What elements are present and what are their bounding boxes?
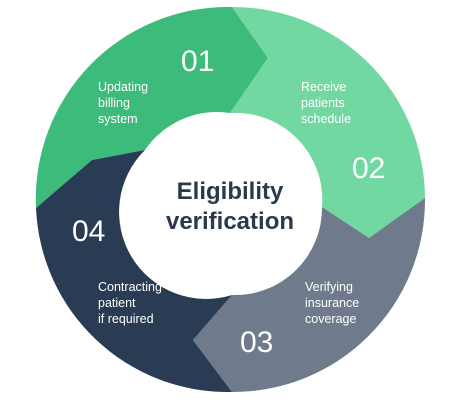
step-01-number: 01 [181, 45, 214, 78]
center-title-line-1: Eligibility [177, 178, 284, 205]
center-circle [143, 114, 317, 288]
step-01-label-line-1: Updating [98, 80, 148, 94]
step-01-label-line-3: system [98, 112, 138, 126]
step-02-label-line-2: patients [301, 96, 345, 110]
step-02-label-line-1: Receive [301, 80, 346, 94]
segment-01-shape [35, 6, 268, 209]
segment-03-shape [193, 198, 426, 393]
step-04-label-line-2: patient [98, 296, 136, 310]
step-03-label-line-2: insurance [305, 296, 359, 310]
step-01-label-line-2: billing [98, 96, 130, 110]
step-04-label-line-3: if required [98, 312, 154, 326]
step-02-number: 02 [352, 152, 385, 185]
segment-04-shape [36, 150, 232, 393]
step-03-number: 03 [240, 326, 273, 359]
step-03-label-line-3: coverage [305, 312, 356, 326]
step-04-label-line-1: Contracting [98, 280, 162, 294]
step-02-label-line-3: schedule [301, 112, 351, 126]
segment-02-shape [230, 6, 425, 239]
step-03-label-line-1: Verifying [305, 280, 353, 294]
step-04-number: 04 [72, 215, 105, 248]
center-title-line-2: verification [166, 208, 294, 235]
